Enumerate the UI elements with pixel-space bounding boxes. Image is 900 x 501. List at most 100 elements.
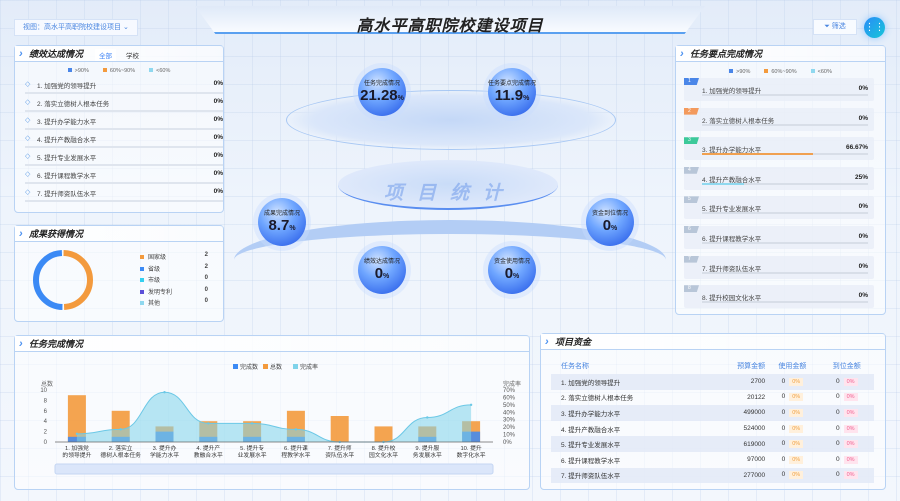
y-tick: 2 bbox=[44, 430, 48, 436]
tab-all[interactable]: 全部 bbox=[95, 49, 116, 61]
performance-item[interactable]: ◇ 3. 提升办学能力水平 0% bbox=[25, 116, 223, 130]
keypoint-item[interactable]: 1 1. 加强党的领导提升 0% bbox=[684, 78, 874, 101]
progress-track bbox=[25, 164, 223, 166]
performance-item[interactable]: ◇ 7. 提升师资队伍水平 0% bbox=[25, 188, 223, 202]
x-tick: 4. 提升产教融合水平 bbox=[194, 444, 223, 459]
rate-point[interactable] bbox=[207, 422, 210, 425]
rate-point[interactable] bbox=[119, 428, 122, 431]
stat-sphere[interactable]: 任务要点完成情况 11.9% bbox=[488, 68, 536, 116]
performance-item[interactable]: ◇ 4. 提升产教融合水平 0% bbox=[25, 134, 223, 148]
progress-track bbox=[702, 182, 868, 185]
cell-budget: 2700 bbox=[710, 374, 766, 390]
rate-point[interactable] bbox=[469, 403, 473, 407]
rate-point[interactable] bbox=[75, 432, 79, 436]
chart-zoom-slider[interactable] bbox=[54, 463, 494, 475]
performance-item[interactable]: ◇ 2. 落实立德树人根本任务 0% bbox=[25, 98, 223, 112]
center-stats: 项目统计 任务完成情况 21.28% 任务要点完成情况 11.9% 成果完成情况… bbox=[230, 50, 670, 300]
cell-budget: 619000 bbox=[710, 436, 766, 452]
item-value: 0% bbox=[858, 233, 868, 240]
x-tick: 8. 提升校园文化水平 bbox=[369, 444, 398, 459]
keypoint-item[interactable]: 3 3. 提升办学能力水平 66.67% bbox=[684, 137, 874, 161]
bar-total[interactable] bbox=[374, 426, 393, 442]
used-rate-badge: 0% bbox=[789, 393, 804, 402]
item-label: 其他 bbox=[148, 301, 161, 307]
rate-point[interactable] bbox=[250, 422, 254, 425]
y2-tick: 70% bbox=[503, 388, 516, 394]
stat-sphere[interactable]: 绩效达成情况 0% bbox=[358, 246, 406, 294]
rank-badge: 2 bbox=[684, 107, 699, 115]
keypoint-item[interactable]: 6 6. 提升课程教学水平 0% bbox=[684, 226, 874, 249]
item-label: 8. 提升校园文化水平 bbox=[702, 295, 762, 303]
rate-point[interactable] bbox=[426, 416, 429, 419]
stat-sphere[interactable]: 成果完成情况 8.7% bbox=[258, 198, 306, 246]
view-selector[interactable]: 视图：高水平高职院校建设项目 ⌄ bbox=[14, 19, 138, 36]
legend-label[interactable]: 完成率 bbox=[300, 363, 318, 371]
cell-task: 3. 提升办学能力水平 bbox=[551, 405, 711, 421]
achievements-donut bbox=[33, 250, 93, 310]
stat-sphere[interactable]: 任务完成情况 21.28% bbox=[358, 68, 406, 116]
item-value: 0% bbox=[213, 80, 223, 87]
item-value: 0% bbox=[858, 203, 868, 211]
item-value: 0% bbox=[858, 85, 868, 92]
middle-disc bbox=[338, 160, 558, 210]
stat-sphere[interactable]: 资金到位情况 0% bbox=[586, 198, 634, 246]
stat-value: 21.28% bbox=[360, 87, 404, 104]
x-tick: 2. 落实立德树人根本任务 bbox=[100, 444, 141, 459]
cell-task: 2. 落实立德树人根本任务 bbox=[561, 395, 634, 403]
used-rate-badge: 0% bbox=[789, 440, 804, 449]
tab-school[interactable]: 学校 bbox=[126, 53, 139, 60]
legend-label[interactable]: 完成数 bbox=[240, 363, 258, 371]
center-label: 项目统计 bbox=[383, 183, 516, 204]
keypoint-item[interactable]: 8 8. 提升校园文化水平 0% bbox=[684, 285, 874, 309]
stat-value: 0% bbox=[504, 265, 520, 282]
cell-budget: 277000 bbox=[710, 467, 766, 483]
stat-sphere[interactable]: 资金使用情况 0% bbox=[488, 246, 536, 294]
bar-total[interactable] bbox=[67, 395, 86, 442]
performance-item[interactable]: ◇ 5. 提升专业发展水平 0% bbox=[25, 152, 223, 166]
tasks-panel: 任务完成情况 完成数总数完成率总数完成率02468100%10%20%30%40… bbox=[14, 335, 530, 490]
grid-menu-button[interactable]: ⋮⋮ bbox=[864, 17, 885, 38]
item-label: 发明专利 bbox=[148, 289, 173, 296]
filter-button[interactable]: ⏷ 筛选 bbox=[813, 19, 857, 35]
used-rate-badge: 0% bbox=[789, 377, 804, 386]
keypoint-item[interactable]: 4 4. 提升产教融合水平 25% bbox=[684, 166, 874, 190]
x-tick: 6. 提升课程教学水平 bbox=[281, 444, 310, 459]
keypoint-item[interactable]: 5 5. 提升专业发展水平 0% bbox=[684, 196, 874, 220]
performance-item[interactable]: ◇ 6. 提升课程教学水平 0% bbox=[25, 170, 223, 184]
diamond-icon: ◇ bbox=[25, 171, 31, 178]
performance-item[interactable]: ◇ 1. 加强党的领导提升 0% bbox=[25, 80, 223, 94]
x-tick: 1. 加强党的领导提升 bbox=[62, 444, 91, 459]
rate-point[interactable] bbox=[163, 391, 166, 394]
stat-value: 8.7% bbox=[268, 217, 296, 234]
x-tick: 3. 提升办学能力水平 bbox=[150, 444, 179, 459]
bar-total[interactable] bbox=[330, 416, 349, 442]
diamond-icon: ◇ bbox=[25, 153, 31, 160]
used-rate-badge: 0% bbox=[789, 408, 804, 417]
cell-task: 7. 提升师资队伍水平 bbox=[551, 467, 711, 483]
panel-title: 成果获得情况 bbox=[15, 226, 223, 242]
donut-slice[interactable] bbox=[63, 250, 93, 310]
legend-mid: 60%~90% bbox=[102, 68, 135, 74]
col-used: 使用金额 bbox=[778, 363, 807, 370]
legend-label[interactable]: 总数 bbox=[270, 363, 282, 371]
item-label: 国家级 bbox=[148, 255, 167, 261]
keypoint-item[interactable]: 7 7. 提升师资队伍水平 0% bbox=[684, 255, 874, 279]
panel-title: 任务要点完成情况 bbox=[676, 46, 885, 62]
used-rate-badge: 0% bbox=[789, 455, 804, 464]
rate-point[interactable] bbox=[294, 428, 298, 431]
item-label: 2. 落实立德树人根本任务 bbox=[702, 117, 775, 125]
keypoint-item[interactable]: 2 2. 落实立德树人根本任务 0% bbox=[684, 107, 874, 131]
donut-slice[interactable] bbox=[33, 250, 63, 310]
stat-value: 11.9% bbox=[494, 87, 530, 104]
